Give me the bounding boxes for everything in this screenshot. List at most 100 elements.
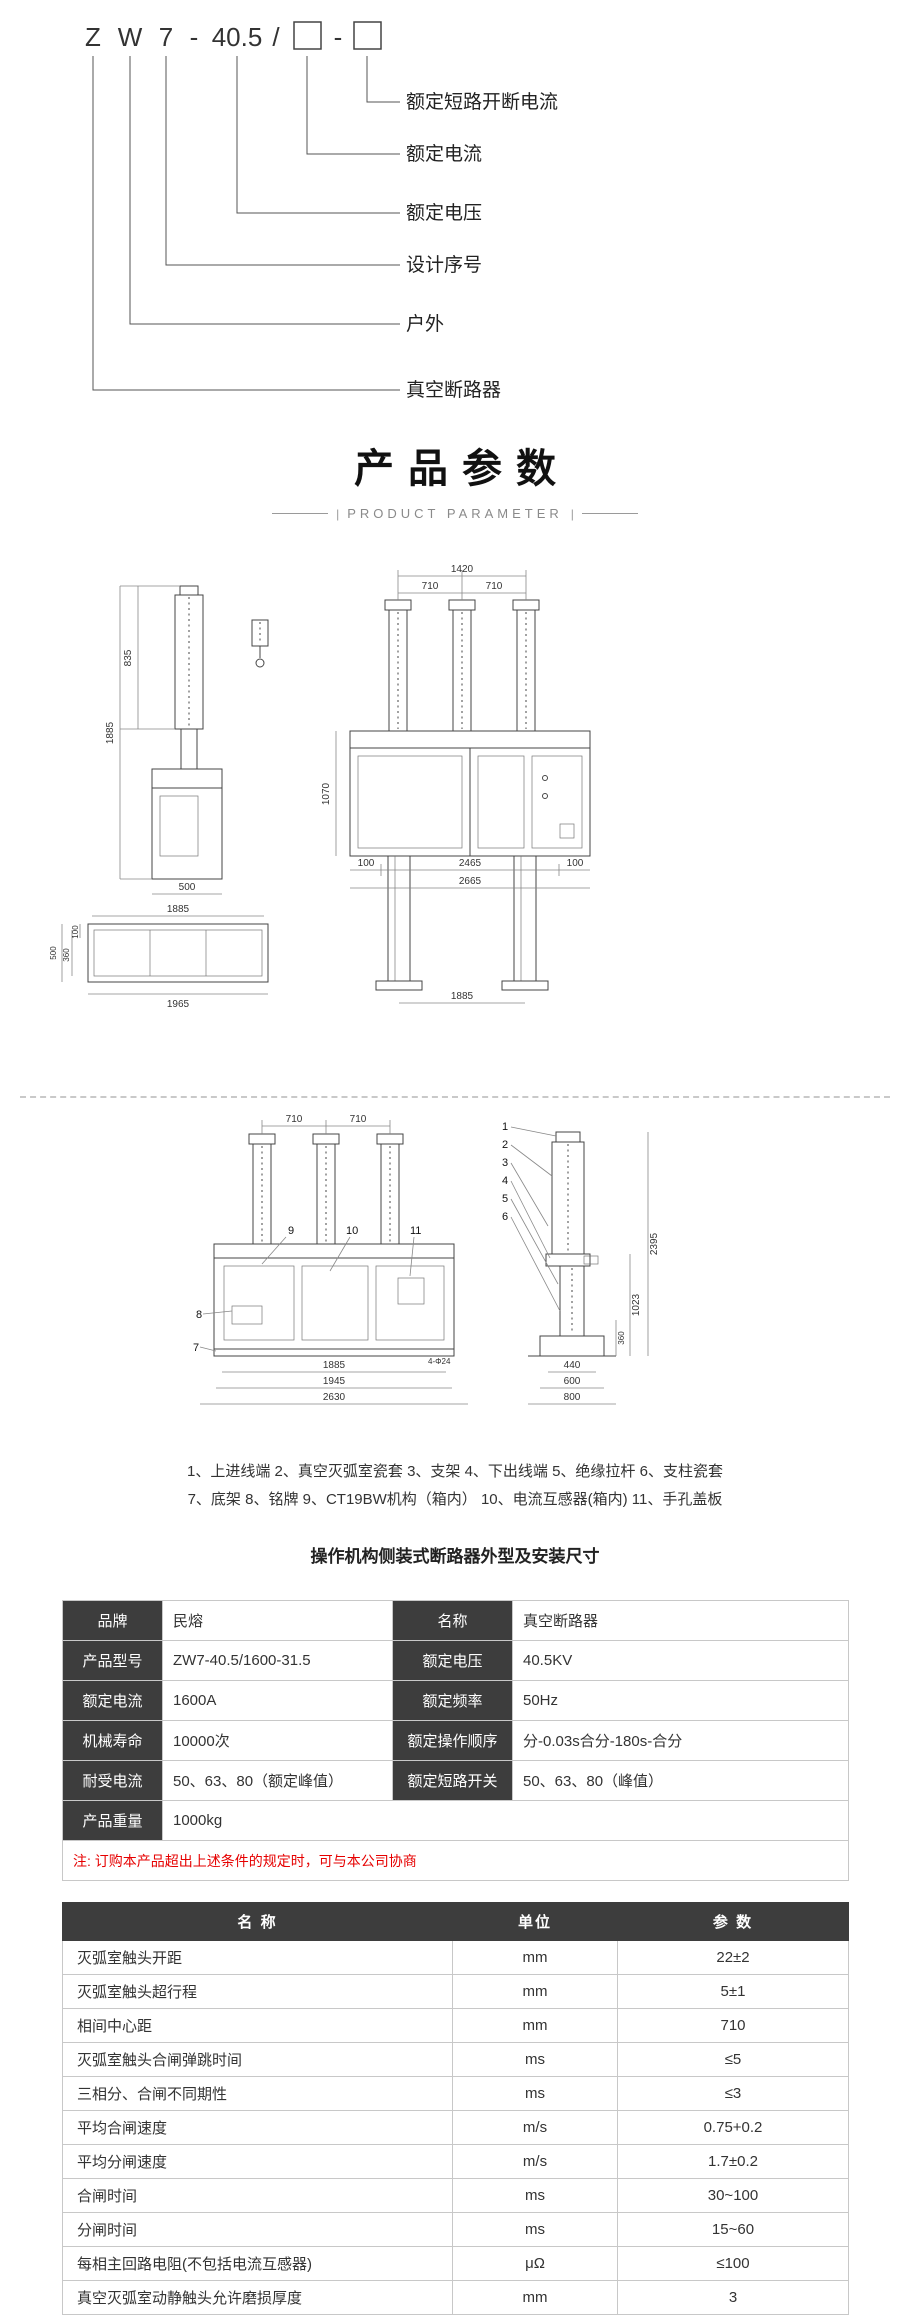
param-unit: ms — [452, 2212, 618, 2247]
param-value: 1.7±0.2 — [617, 2144, 849, 2179]
spec-label: 产品重量 — [62, 1800, 163, 1841]
parts-list-line2: 7、底架 8、铭牌 9、CT19BW机构（箱内） 10、电流互感器(箱内) 11… — [187, 1491, 723, 1508]
spec-value: 40.5KV — [512, 1640, 849, 1681]
terminal-detail-inset — [251, 619, 269, 668]
dimension-label: 710 — [486, 581, 503, 592]
parameter-row: 平均合闸速度 m/s 0.75+0.2 — [62, 2110, 849, 2145]
front-view — [213, 1133, 455, 1357]
dimension-label: 1965 — [167, 999, 190, 1010]
dimension-label: 1885 — [105, 721, 116, 744]
param-unit: mm — [452, 1940, 618, 1975]
callout-number: 8 — [196, 1309, 202, 1321]
side-view — [528, 1131, 616, 1357]
spec-table-note-row: 注: 订购本产品超出上述条件的规定时，可与本公司协商 — [62, 1840, 849, 1881]
model-code-char: - — [190, 22, 199, 52]
spec-value: 分-0.03s合分-180s-合分 — [512, 1720, 849, 1761]
parameter-row: 合闸时间 ms 30~100 — [62, 2178, 849, 2213]
model-code-char: 7 — [159, 22, 173, 52]
parameter-table-header-row: 名 称 单位 参 数 — [62, 1902, 849, 1941]
designation-label: 设计序号 — [406, 254, 482, 276]
dimension-label: 710 — [286, 1114, 303, 1125]
spec-label: 名称 — [392, 1600, 513, 1641]
spec-label: 额定电压 — [392, 1640, 513, 1681]
side-view — [151, 585, 223, 880]
callout-number: 11 — [410, 1225, 421, 1237]
designation-label: 真空断路器 — [406, 379, 501, 401]
side-view-dimensions: 835 1885 500 — [105, 585, 222, 895]
rated-current-blank-box — [293, 21, 322, 50]
model-code-char: Z — [85, 22, 101, 52]
parameter-row: 灭弧室触头合闸弹跳时间 ms ≤5 — [62, 2042, 849, 2077]
designation-label: 额定电压 — [406, 202, 482, 224]
front-view-dimensions: 710 710 1885 1945 2630 — [200, 1114, 468, 1405]
spec-table-row: 产品重量 1000kg — [62, 1800, 849, 1841]
param-value: 3 — [617, 2280, 849, 2315]
spec-label: 产品型号 — [62, 1640, 163, 1681]
spec-table-row: 耐受电流 50、63、80（额定峰值） 额定短路开关 50、63、80（峰值） — [62, 1760, 849, 1801]
dimension-label: 500 — [179, 882, 196, 893]
col-header-unit: 单位 — [452, 1902, 618, 1941]
spec-table-row: 产品型号 ZW7-40.5/1600-31.5 额定电压 40.5KV — [62, 1640, 849, 1681]
page-subtitle: | PRODUCT PARAMETER | — [0, 506, 910, 521]
param-value: ≤100 — [617, 2246, 849, 2281]
spec-table-row: 额定电流 1600A 额定频率 50Hz — [62, 1680, 849, 1721]
callout-number: 2 — [502, 1139, 508, 1151]
parameter-row: 每相主回路电阻(不包括电流互感器) μΩ ≤100 — [62, 2246, 849, 2281]
callout-number: 9 — [288, 1225, 294, 1237]
param-name: 每相主回路电阻(不包括电流互感器) — [62, 2246, 453, 2281]
decor-line-left — [272, 513, 329, 514]
spec-label: 额定频率 — [392, 1680, 513, 1721]
spec-value: 50、63、80（峰值） — [512, 1760, 849, 1801]
param-unit: m/s — [452, 2110, 618, 2145]
param-value: 22±2 — [617, 1940, 849, 1975]
param-name: 相间中心距 — [62, 2008, 453, 2043]
param-name: 合闸时间 — [62, 2178, 453, 2213]
dimension-label: 1885 — [323, 1360, 346, 1371]
model-designation-diagram: Z W 7 - 40.5 / - 额定短路开断电流 额定电流 额定电压 设计序号… — [85, 21, 558, 401]
param-unit: ms — [452, 2042, 618, 2077]
param-unit: ms — [452, 2178, 618, 2213]
spec-value: 民熔 — [162, 1600, 393, 1641]
spec-label: 耐受电流 — [62, 1760, 163, 1801]
dimension-drawing-1: 835 1885 500 1420 — [49, 564, 591, 1010]
model-code-row: Z W 7 - 40.5 / - — [85, 21, 382, 52]
product-spec-table: 品牌 民熔 名称 真空断路器 产品型号 ZW7-40.5/1600-31.5 额… — [62, 1600, 849, 1881]
col-header-name: 名 称 — [62, 1902, 453, 1941]
dimension-label: 360 — [617, 1331, 626, 1345]
spec-label: 机械寿命 — [62, 1720, 163, 1761]
spec-value: 1000kg — [162, 1800, 849, 1841]
callout-number: 10 — [346, 1225, 358, 1237]
page-title: 产品参数 — [354, 447, 570, 491]
side-view-dimensions: 2395 1023 360 440 600 800 — [528, 1132, 660, 1405]
parts-list-line1: 1、上进线端 2、真空灭弧室瓷套 3、支架 4、下出线端 5、绝缘拉杆 6、支柱… — [187, 1463, 723, 1480]
model-code-char: - — [334, 22, 343, 52]
param-value: ≤5 — [617, 2042, 849, 2077]
spec-value: 50、63、80（额定峰值） — [162, 1760, 393, 1801]
front-view-callouts: 9 10 11 8 7 4-Φ24 — [193, 1225, 451, 1366]
dimension-label: 360 — [62, 948, 71, 962]
spec-value: 50Hz — [512, 1680, 849, 1721]
param-value: 30~100 — [617, 2178, 849, 2213]
callout-number: 3 — [502, 1157, 508, 1169]
dimension-label: 1420 — [451, 564, 474, 575]
param-value: 5±1 — [617, 1974, 849, 2009]
spec-table-row: 机械寿命 10000次 额定操作顺序 分-0.03s合分-180s-合分 — [62, 1720, 849, 1761]
param-name: 真空灭弧室动静触头允许磨损厚度 — [62, 2280, 453, 2315]
model-code-char: W — [118, 22, 143, 52]
callout-number: 1 — [502, 1121, 508, 1133]
dimension-label: 500 — [49, 946, 58, 960]
param-value: 710 — [617, 2008, 849, 2043]
spec-value: 真空断路器 — [512, 1600, 849, 1641]
param-name: 分闸时间 — [62, 2212, 453, 2247]
param-name: 灭弧室触头开距 — [62, 1940, 453, 1975]
param-unit: m/s — [452, 2144, 618, 2179]
spec-value: ZW7-40.5/1600-31.5 — [162, 1640, 393, 1681]
spec-label: 额定电流 — [62, 1680, 163, 1721]
designation-labels: 额定短路开断电流 额定电流 额定电压 设计序号 户外 真空断路器 — [406, 91, 558, 401]
decor-line-right — [581, 513, 638, 514]
dimension-label: 710 — [350, 1114, 367, 1125]
param-unit: μΩ — [452, 2246, 618, 2281]
dimension-label: 1070 — [321, 782, 332, 805]
dimension-label: 100 — [71, 925, 80, 939]
